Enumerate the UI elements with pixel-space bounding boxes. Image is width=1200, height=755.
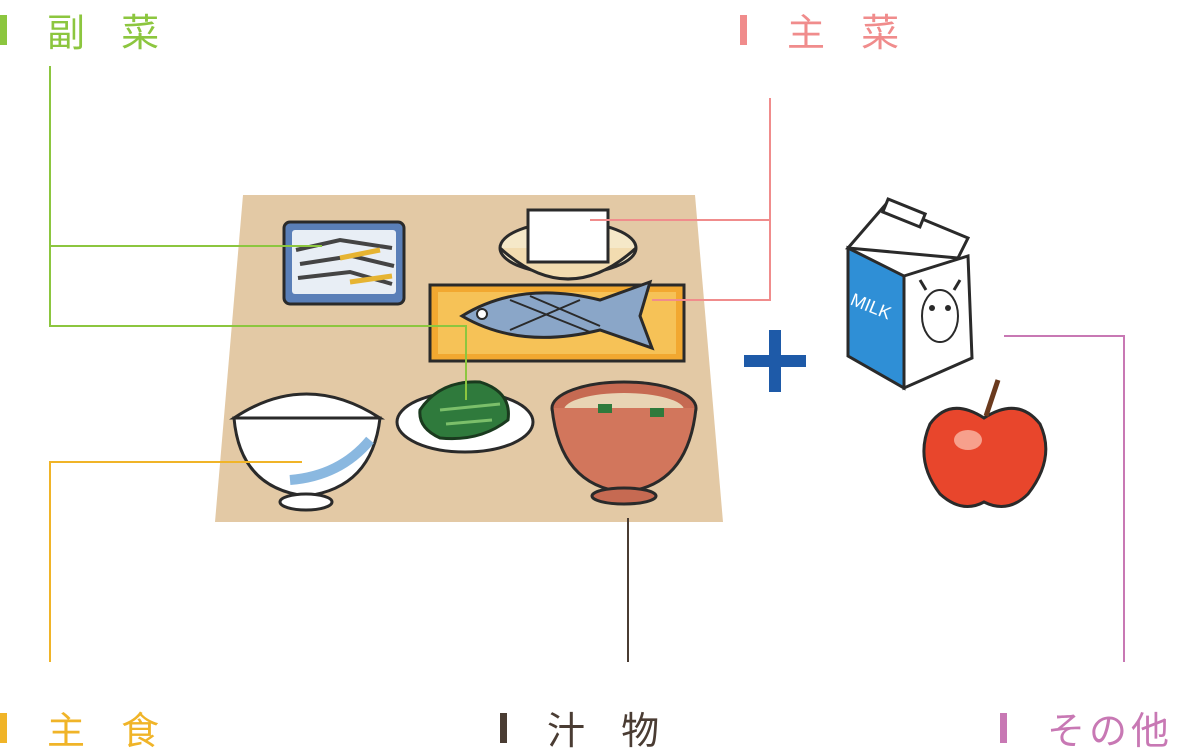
marker-bar (740, 14, 747, 45)
label-text: その他 (1047, 709, 1174, 753)
label-shushoku: 主 食 (0, 700, 171, 755)
label-fukusai: 副 菜 (0, 2, 171, 57)
label-sonota: その他 (1000, 700, 1173, 755)
miso-soup-bowl (550, 380, 698, 506)
marker-bar (1000, 712, 1007, 743)
rice-bowl (229, 392, 386, 512)
spinach-dish (395, 380, 535, 454)
sonota-connector (1004, 335, 1125, 662)
label-text: 主 菜 (787, 11, 912, 55)
marker-bar (0, 712, 7, 743)
tofu-bowl (498, 208, 638, 281)
shusai-connector (590, 98, 771, 301)
label-text: 副 菜 (47, 11, 172, 55)
shushoku-connector (49, 461, 302, 662)
fukusai-connector (49, 66, 467, 400)
label-text: 主 食 (47, 709, 172, 753)
marker-bar (0, 14, 7, 45)
plus-icon (744, 330, 806, 392)
milk-carton-icon: MILK (844, 197, 974, 391)
label-text: 汁 物 (547, 709, 672, 753)
apple-icon (922, 379, 1048, 508)
marker-bar (500, 712, 507, 743)
fish-plate (428, 279, 686, 363)
label-shusai: 主 菜 (740, 2, 911, 57)
label-shirumono: 汁 物 (500, 700, 671, 755)
pickles-dish (282, 220, 406, 306)
